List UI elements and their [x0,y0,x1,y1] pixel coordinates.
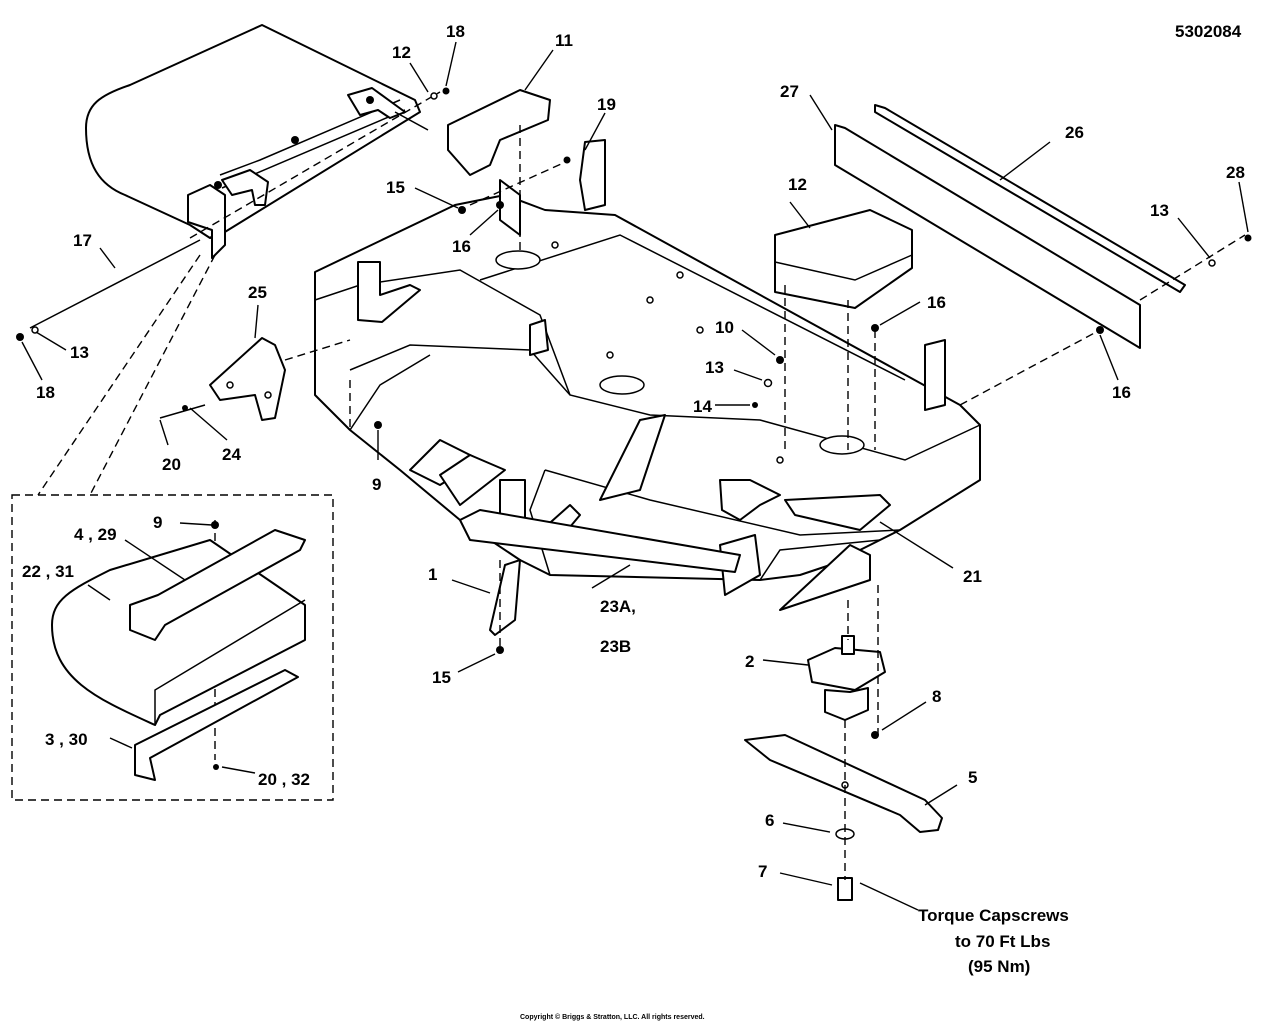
hinge-rod [29,239,201,329]
callout-22-31: 22 , 31 [22,562,74,581]
inset-chute-assembly [51,521,306,781]
callout-12: 12 [788,175,807,194]
callout-23a: 23A, [600,597,636,616]
callout-1: 1 [428,565,437,584]
mower-deck [314,139,981,611]
discharge-chute-assembly [85,24,429,259]
callout-8: 8 [932,687,941,706]
callout-23b-text: 23B [600,637,631,656]
belt-cover-12 [774,209,913,309]
callout-21: 21 [963,567,982,586]
callout-17: 17 [73,231,92,250]
callout-10-label: 10 [715,318,734,337]
anti-scalp-bar [459,509,741,573]
callout-18: 18 [36,383,55,402]
callout-14: 14 [693,397,712,416]
callout-leaders [21,41,1249,911]
torque-note-line-2: to 70 Ft Lbs [955,932,1050,951]
callout-24: 24 [222,445,241,464]
callout-20: 20 [162,455,181,474]
callout-9: 9 [153,513,162,532]
belt-cover-11 [447,89,551,176]
callout-16: 16 [927,293,946,312]
copyright-notice: Copyright © Briggs & Stratton, LLC. All … [520,1013,705,1021]
callout-11: 11 [555,31,573,50]
hardware [374,87,1252,429]
diagram-reference-number: 5302084 [1175,22,1242,41]
callout-13: 12 [392,43,411,62]
capscrew [837,877,853,901]
callout-5: 5 [968,768,977,787]
torque-note-line-3: (95 Nm) [968,957,1030,976]
bracket-part-1 [489,559,521,636]
callout-7: 7 [758,862,767,881]
baffle-27 [834,124,1141,349]
callout-2: 2 [745,652,754,671]
callout-13: 13 [1150,201,1169,220]
callout-labels: 12 18 11 19 15 16 17 13 18 25 20 24 9 9 … [22,22,1245,881]
callout-13: 13 [70,343,89,362]
bracket-25 [209,337,286,421]
callout-25: 25 [248,283,267,302]
callout-20-32: 20 , 32 [258,770,310,789]
torque-note: Torque Capscrews to 70 Ft Lbs (95 Nm) [918,906,1069,976]
spindle-assembly [807,635,886,739]
callout-16: 15 [386,178,405,197]
callout-9: 9 [372,475,381,494]
torque-note-line-1: Torque Capscrews [918,906,1069,925]
inset-detail-box [11,494,334,801]
callout-27: 27 [780,82,799,101]
baffle-26 [874,104,1186,293]
callout-28: 28 [1226,163,1245,182]
callout-18: 18 [446,22,465,41]
callout-16: 16 [1112,383,1131,402]
callout-19: 19 [597,95,616,114]
callout-26-label: 26 [1065,123,1084,142]
callout-4-29: 4 , 29 [74,525,117,544]
callout-15: 15 [432,668,451,687]
callout-16: 16 [452,237,471,256]
callout-6: 6 [765,811,774,830]
callout-13: 13 [705,358,724,377]
callout-3-30: 3 , 30 [45,730,88,749]
